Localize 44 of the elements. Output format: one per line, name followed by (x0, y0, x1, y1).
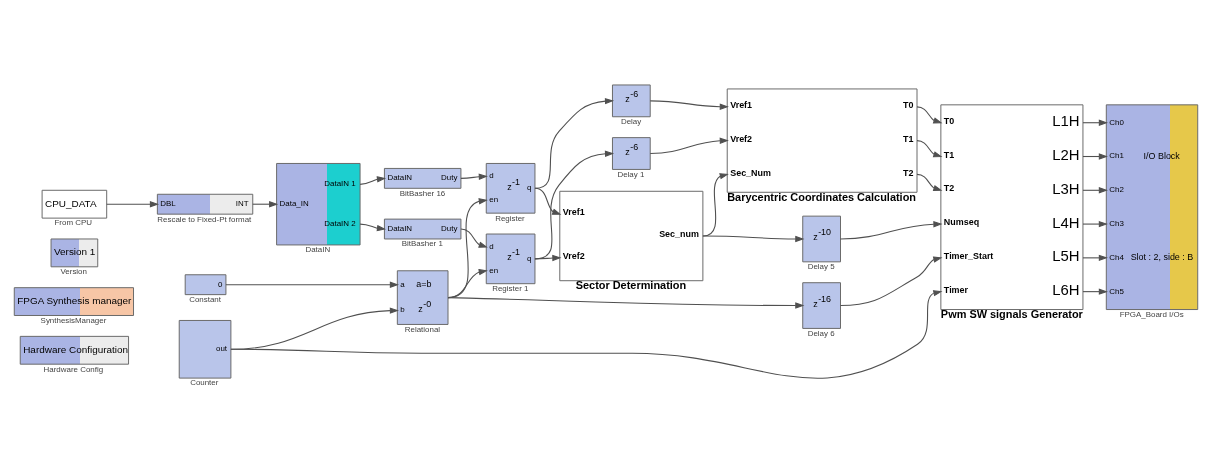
node-label: Register (495, 213, 525, 222)
arrow (447, 296, 805, 309)
arrow (534, 254, 562, 261)
node-label: Counter (190, 377, 219, 387)
node-label: Register 1 (492, 283, 529, 293)
node-label: Pwm SW signals Generator (940, 307, 1083, 320)
arrow (534, 150, 615, 259)
arrow (460, 173, 488, 180)
arrow (916, 139, 943, 157)
arrow (230, 289, 943, 379)
arrow (702, 234, 805, 242)
node-label: Relational (404, 324, 441, 334)
arrow (534, 97, 615, 189)
arrow (649, 137, 729, 154)
node-label: Delay 1 (617, 169, 645, 179)
arrow (839, 220, 943, 240)
node-label: Delay (620, 116, 642, 126)
arrow (839, 255, 943, 306)
node-label: Delay 5 (807, 261, 835, 271)
node-label: Constant (189, 294, 221, 304)
arrow (460, 228, 488, 248)
node-label: Barycentric Coordinates Calculation (727, 190, 916, 203)
arrow (230, 306, 399, 350)
arrow (359, 223, 387, 231)
arrow (916, 173, 943, 191)
arrow (649, 99, 729, 110)
node-label: Rescale to Fixed-Pt format (157, 214, 252, 223)
arrow (1082, 220, 1108, 227)
node-label: Hardware Config (43, 364, 104, 374)
arrow (106, 200, 160, 207)
arrow (916, 105, 943, 123)
arrow (1082, 254, 1108, 261)
node-label: DataIN (305, 244, 331, 254)
node-label: BitBasher 1 (401, 238, 443, 248)
arrow (534, 187, 562, 215)
arrow (359, 175, 387, 185)
node-label: BitBasher 16 (399, 188, 446, 198)
node-label: Delay 6 (807, 328, 835, 338)
arrow (225, 281, 399, 288)
node-label: Version (60, 266, 87, 276)
node-label: Sector Determination (575, 278, 687, 291)
node-label: FPGA_Board I/Os (1119, 309, 1184, 319)
node-label: From CPU (54, 217, 93, 227)
node-label: SynthesisManager (40, 315, 107, 325)
